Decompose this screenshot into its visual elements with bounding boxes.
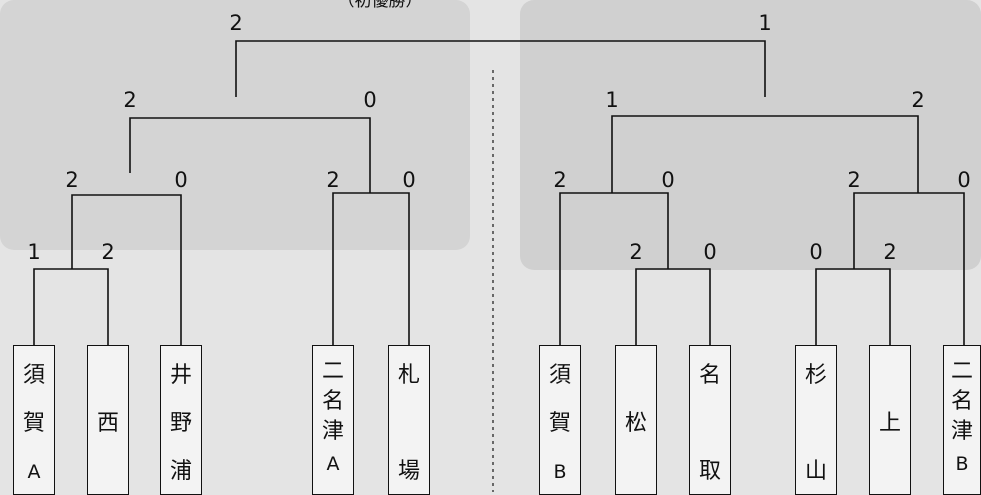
team-name-char: 二 bbox=[321, 359, 344, 384]
team-name-char: 須 bbox=[548, 363, 571, 388]
team-name-char: B bbox=[553, 461, 567, 483]
team-box-sugiyama: 杉 山 bbox=[795, 345, 837, 495]
team-name-char: A bbox=[27, 461, 41, 483]
right-first-round-a-score-right: 0 bbox=[703, 240, 716, 264]
right-first-round-b-score-left: 0 bbox=[809, 240, 822, 264]
right-quarter-b-bracket-line bbox=[853, 192, 965, 345]
right-quarter-a-score-left: 2 bbox=[553, 168, 566, 192]
left-quarter-b-score-left: 2 bbox=[326, 168, 339, 192]
team-name-char: 杉 bbox=[804, 363, 827, 388]
final-score-left: 2 bbox=[229, 11, 242, 35]
team-name-char: 札 bbox=[397, 363, 420, 388]
left-quarter-a-score-right: 0 bbox=[174, 168, 187, 192]
team-name-char: 西 bbox=[96, 411, 119, 436]
right-semi-score-left: 1 bbox=[605, 88, 618, 112]
team-name-char: 名 bbox=[698, 363, 721, 388]
left-first-round-score-left: 1 bbox=[27, 240, 40, 264]
final-bracket-line bbox=[235, 40, 766, 97]
team-name-char: 井 bbox=[169, 363, 192, 388]
right-first-round-b-score-right: 2 bbox=[883, 240, 896, 264]
right-quarter-b-score-right: 0 bbox=[957, 168, 970, 192]
right-quarter-a-score-right: 0 bbox=[661, 168, 674, 192]
team-name-char: 野 bbox=[169, 411, 192, 436]
team-box-inoura: 井 野 浦 bbox=[160, 345, 202, 495]
team-name-char: 賀 bbox=[22, 411, 45, 436]
team-name-char: 場 bbox=[397, 459, 420, 484]
team-box-sapporo: 札 場 bbox=[388, 345, 430, 495]
right-quarter-a-bracket-line bbox=[559, 192, 669, 345]
team-name-char: 名 bbox=[950, 389, 973, 414]
right-first-round-a-score-left: 2 bbox=[629, 240, 642, 264]
left-quarter-b-score-right: 0 bbox=[402, 168, 415, 192]
team-box-kami: 上 bbox=[869, 345, 911, 495]
left-first-round-score-right: 2 bbox=[101, 240, 114, 264]
right-semi-score-right: 2 bbox=[911, 88, 924, 112]
team-box-natori: 名 取 bbox=[689, 345, 731, 495]
team-name-char: A bbox=[326, 453, 340, 475]
team-name-char: 名 bbox=[321, 389, 344, 414]
right-first-round-a-bracket-line bbox=[635, 268, 711, 345]
team-box-futanazu-a: 二 名 津 A bbox=[312, 345, 354, 495]
right-semi-bracket-line bbox=[611, 115, 919, 193]
left-quarter-b-bracket-line bbox=[332, 192, 410, 345]
left-semi-score-left: 2 bbox=[123, 88, 136, 112]
team-name-char: 浦 bbox=[169, 459, 192, 484]
team-box-matsu: 松 bbox=[615, 345, 657, 495]
final-score-right: 1 bbox=[758, 11, 771, 35]
right-first-round-b-bracket-line bbox=[815, 268, 891, 345]
team-box-futanazu-b: 二 名 津 B bbox=[943, 345, 981, 495]
left-quarter-a-bracket-line bbox=[71, 194, 182, 345]
team-name-char: 須 bbox=[22, 363, 45, 388]
team-box-nishi: 西 bbox=[87, 345, 129, 495]
left-quarter-a-score-left: 2 bbox=[65, 168, 78, 192]
team-name-char: 津 bbox=[321, 419, 344, 444]
team-box-suga-b: 須 賀 B bbox=[539, 345, 581, 495]
team-name-char: B bbox=[955, 453, 969, 475]
left-first-round-bracket-line bbox=[33, 268, 109, 345]
header-title: （初優勝） bbox=[338, 0, 423, 11]
team-name-char: 松 bbox=[624, 411, 647, 436]
team-box-suga-a: 須 賀 A bbox=[13, 345, 55, 495]
team-name-char: 上 bbox=[878, 411, 901, 436]
left-semi-score-right: 0 bbox=[363, 88, 376, 112]
background-shade bbox=[520, 0, 981, 270]
team-name-char: 賀 bbox=[548, 411, 571, 436]
right-quarter-b-score-left: 2 bbox=[847, 168, 860, 192]
team-name-char: 取 bbox=[698, 459, 721, 484]
team-name-char: 山 bbox=[804, 459, 827, 484]
team-name-char: 二 bbox=[950, 359, 973, 384]
left-semi-bracket-line bbox=[129, 117, 371, 193]
team-name-char: 津 bbox=[950, 419, 973, 444]
